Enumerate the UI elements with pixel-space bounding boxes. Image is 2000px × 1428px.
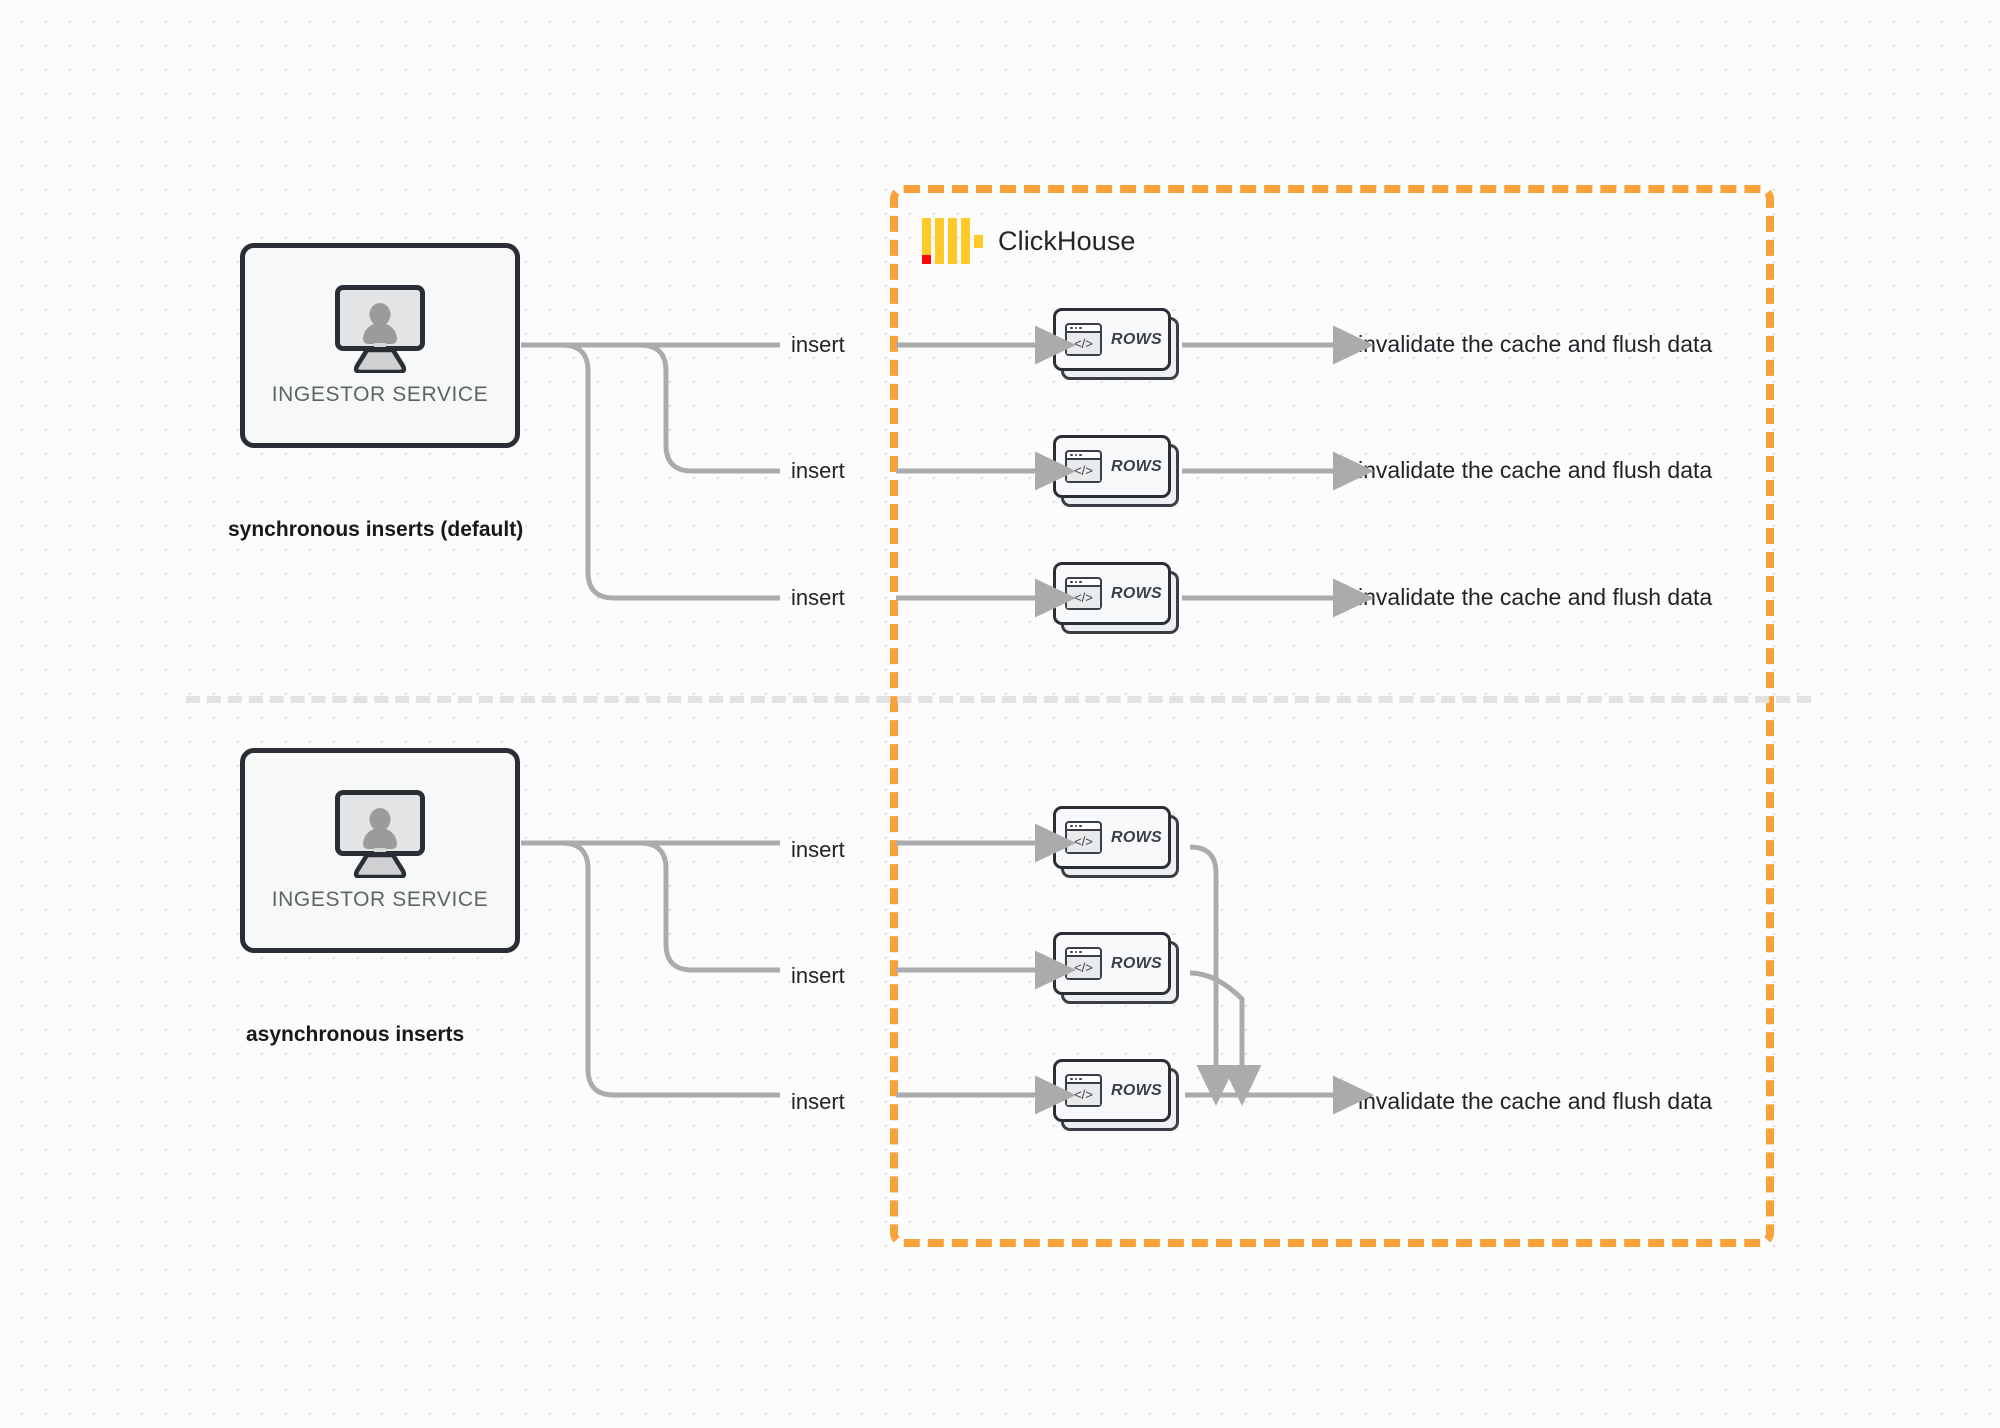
insert-label-async-2: insert (791, 963, 845, 988)
result-label-async-merged: invalidate the cache and flush data (1358, 1088, 1713, 1114)
insert-label-sync-2: insert (791, 458, 845, 483)
rows-card-label: ROWS (1111, 954, 1162, 972)
service-node-label: INGESTOR SERVICE (271, 382, 489, 406)
code-glyph: </> (1067, 831, 1100, 852)
insert-label-sync-3: insert (791, 585, 845, 610)
monitor-user-icon (333, 284, 427, 373)
section-caption-synchronous: synchronous inserts (default) (228, 518, 524, 541)
code-window-icon: </> (1065, 323, 1102, 356)
code-window-icon: </> (1065, 1074, 1102, 1107)
rows-card-sync-3[interactable]: </> ROWS (1053, 562, 1179, 634)
result-label-sync-3: invalidate the cache and flush data (1358, 584, 1713, 610)
insert-label-async-3: insert (791, 1089, 845, 1114)
wire-async-branch-2 (521, 840, 780, 973)
code-glyph: </> (1067, 460, 1100, 481)
section-divider (186, 696, 1811, 703)
rows-card-label: ROWS (1111, 828, 1162, 846)
clickhouse-brand: ClickHouse (922, 218, 1136, 264)
clickhouse-logo-icon (922, 218, 984, 264)
result-label-sync-1: invalidate the cache and flush data (1358, 331, 1713, 357)
insert-label-async-1: insert (791, 837, 845, 862)
rows-card-async-1[interactable]: </> ROWS (1053, 806, 1179, 878)
code-glyph: </> (1067, 1084, 1100, 1105)
rows-card-sync-2[interactable]: </> ROWS (1053, 435, 1179, 507)
wire-async-branch-3 (521, 840, 780, 1098)
code-window-icon: </> (1065, 947, 1102, 980)
code-glyph: </> (1067, 957, 1100, 978)
code-glyph: </> (1067, 333, 1100, 354)
clickhouse-boundary (890, 185, 1774, 1247)
section-caption-asynchronous: asynchronous inserts (246, 1023, 465, 1046)
monitor-stand-icon (353, 348, 407, 373)
clickhouse-name: ClickHouse (998, 225, 1136, 256)
rows-card-async-3[interactable]: </> ROWS (1053, 1059, 1179, 1131)
result-label-sync-2: invalidate the cache and flush data (1358, 457, 1713, 483)
insert-label-sync-1: insert (791, 332, 845, 357)
sidebar-item-ingestor-service-async[interactable]: INGESTOR SERVICE (240, 748, 520, 953)
rows-card-label: ROWS (1111, 1081, 1162, 1099)
monitor-user-icon (333, 789, 427, 878)
monitor-stand-icon (353, 853, 407, 878)
code-window-icon: </> (1065, 450, 1102, 483)
rows-card-label: ROWS (1111, 457, 1162, 475)
rows-card-async-2[interactable]: </> ROWS (1053, 932, 1179, 1004)
code-glyph: </> (1067, 587, 1100, 608)
sidebar-item-ingestor-service-sync[interactable]: INGESTOR SERVICE (240, 243, 520, 448)
code-window-icon: </> (1065, 821, 1102, 854)
wire-sync-branch-2 (521, 342, 780, 474)
wire-sync-branch-3 (521, 342, 780, 601)
rows-card-sync-1[interactable]: </> ROWS (1053, 308, 1179, 380)
service-node-label: INGESTOR SERVICE (271, 887, 489, 911)
rows-card-label: ROWS (1111, 584, 1162, 602)
rows-card-label: ROWS (1111, 330, 1162, 348)
code-window-icon: </> (1065, 577, 1102, 610)
